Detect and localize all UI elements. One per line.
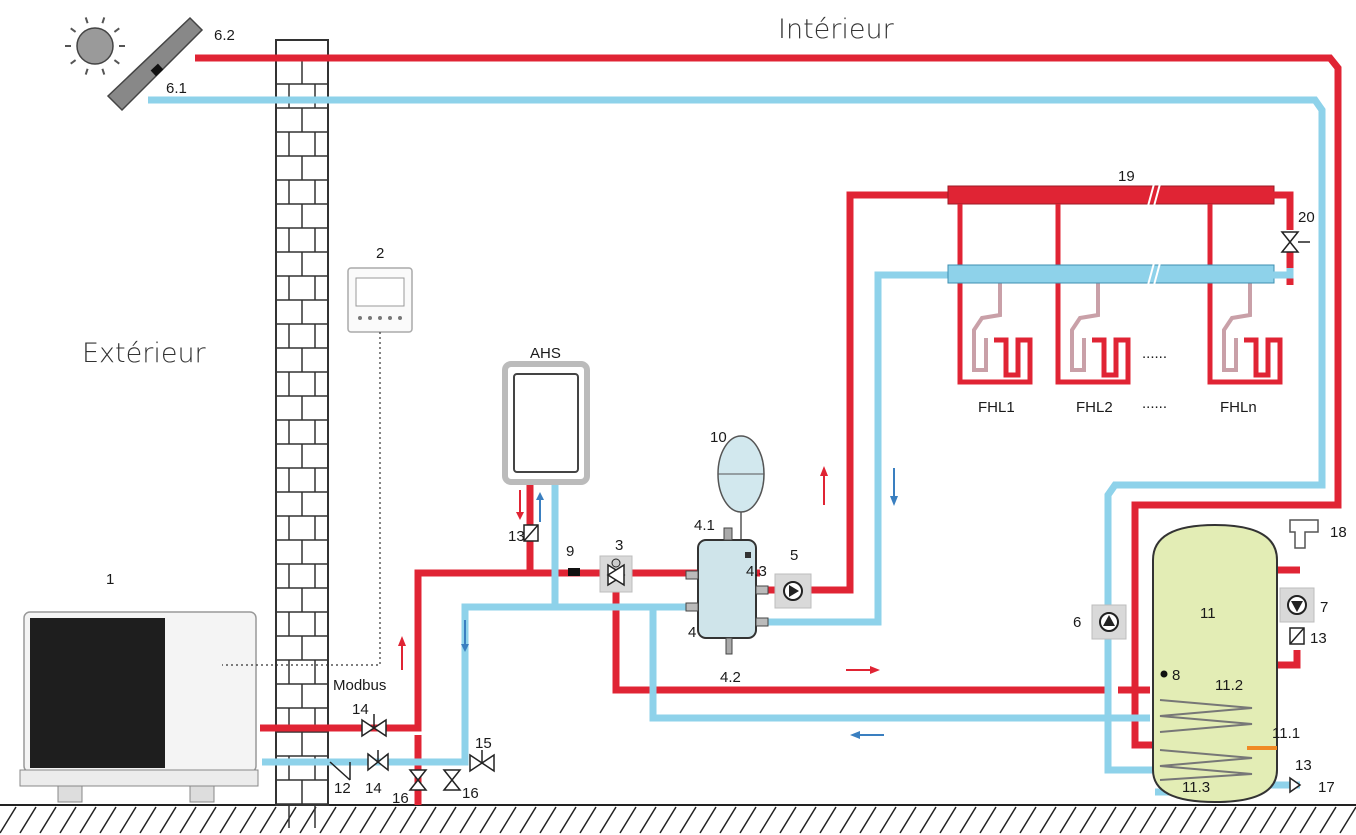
label-9: 9 bbox=[566, 543, 574, 560]
check-valve-13-cold-inlet bbox=[1289, 776, 1302, 794]
label-13-inlet: 13 bbox=[1295, 757, 1312, 774]
filter-12 bbox=[329, 761, 351, 781]
label-4-3: 4.3 bbox=[746, 563, 767, 580]
label-4: 4 bbox=[688, 624, 696, 641]
modbus-label: Modbus bbox=[333, 677, 386, 694]
ellipsis-loops: ...... bbox=[1142, 345, 1167, 362]
label-13-ahs: 13 bbox=[508, 528, 525, 545]
valve-16-left bbox=[408, 769, 428, 791]
exterior-label: Extérieur bbox=[82, 338, 207, 369]
valve-20 bbox=[1280, 231, 1310, 253]
label-1: 1 bbox=[106, 571, 114, 588]
floor-heating-loops bbox=[957, 204, 1283, 385]
hydraulic-separator bbox=[685, 527, 769, 655]
valve-15 bbox=[469, 750, 495, 773]
sun-icon bbox=[65, 17, 125, 75]
expansion-vessel bbox=[717, 435, 765, 540]
valve-16-right bbox=[442, 769, 462, 791]
label-11-1: 11.1 bbox=[1272, 725, 1300, 742]
label-20: 20 bbox=[1298, 209, 1315, 226]
label-14-upper: 14 bbox=[352, 701, 369, 718]
fhl1-label: FHL1 bbox=[978, 399, 1015, 416]
label-11-2: 11.2 bbox=[1215, 677, 1243, 694]
check-valve-13-dhw bbox=[1289, 627, 1305, 645]
brick-wall bbox=[275, 39, 329, 828]
label-11: 11 bbox=[1200, 605, 1216, 622]
user-interface-controller bbox=[222, 267, 413, 666]
three-way-valve bbox=[599, 555, 633, 593]
valve-14-lower bbox=[367, 750, 389, 772]
circulation-pump-6 bbox=[1091, 604, 1127, 640]
interior-label: Intérieur bbox=[778, 14, 895, 45]
label-6-2: 6.2 bbox=[214, 27, 235, 44]
faucet-icon bbox=[1289, 519, 1319, 549]
flow-arrows bbox=[398, 466, 898, 739]
solar-panel bbox=[106, 16, 204, 112]
label-18: 18 bbox=[1330, 524, 1347, 541]
label-7: 7 bbox=[1320, 599, 1328, 616]
label-10: 10 bbox=[710, 429, 727, 446]
outdoor-unit bbox=[19, 611, 259, 803]
temperature-sensor-9 bbox=[568, 568, 580, 576]
ahs-label: AHS bbox=[530, 345, 561, 362]
fhl2-label: FHL2 bbox=[1076, 399, 1113, 416]
circulation-pump-7 bbox=[1279, 587, 1315, 623]
circulation-pump-5 bbox=[774, 573, 812, 609]
ellipsis-labels: ...... bbox=[1142, 395, 1167, 412]
valve-14-upper bbox=[361, 714, 387, 738]
label-17: 17 bbox=[1318, 779, 1335, 796]
label-4-1: 4.1 bbox=[694, 517, 715, 534]
label-8: 8 bbox=[1172, 667, 1180, 684]
label-19: 19 bbox=[1118, 168, 1135, 185]
label-6-1: 6.1 bbox=[166, 80, 187, 97]
label-11-3: 11.3 bbox=[1182, 779, 1210, 796]
label-3: 3 bbox=[615, 537, 623, 554]
label-14-lower: 14 bbox=[365, 780, 382, 797]
check-valve-13-ahs bbox=[523, 524, 539, 542]
valves bbox=[329, 231, 1310, 794]
label-16-left: 16 bbox=[392, 790, 409, 807]
label-4-2: 4.2 bbox=[720, 669, 741, 686]
label-15: 15 bbox=[475, 735, 492, 752]
fhln-label: FHLn bbox=[1220, 399, 1257, 416]
ground bbox=[0, 804, 1356, 834]
label-6: 6 bbox=[1073, 614, 1081, 631]
label-12: 12 bbox=[334, 780, 351, 797]
auxiliary-heat-source bbox=[502, 361, 590, 485]
domestic-hot-water-tank bbox=[1152, 523, 1278, 804]
label-16-right: 16 bbox=[462, 785, 479, 802]
cold-pipes bbox=[148, 96, 1326, 796]
break-marks bbox=[1147, 183, 1161, 286]
label-2: 2 bbox=[376, 245, 384, 262]
hot-pipes bbox=[195, 54, 1342, 805]
label-13-dhw: 13 bbox=[1310, 630, 1327, 647]
label-5: 5 bbox=[790, 547, 798, 564]
